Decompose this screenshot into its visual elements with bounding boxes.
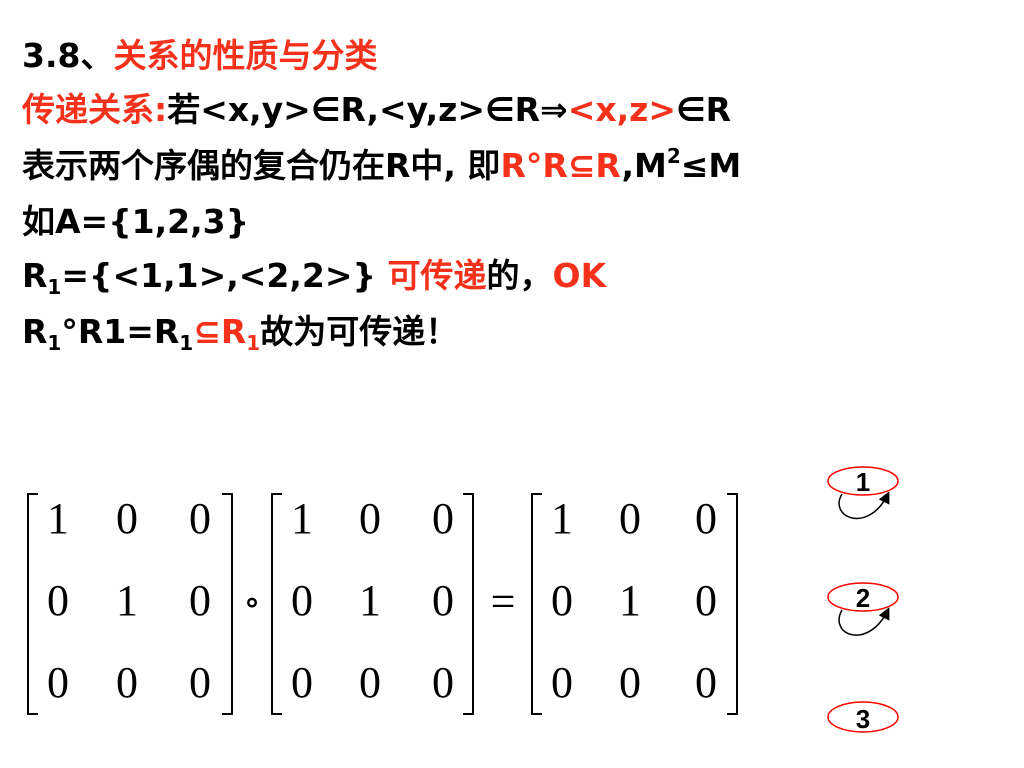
matrix-1-cell: 1 bbox=[116, 576, 138, 625]
matrix-2-cell: 0 bbox=[359, 494, 381, 543]
relation-graph: 1 2 3 bbox=[827, 466, 899, 734]
matrix-2-cell: 0 bbox=[359, 658, 381, 707]
relation-body: ={<1,1>,<2,2>} bbox=[61, 256, 377, 295]
matrix-1-cell: 0 bbox=[116, 658, 138, 707]
matrix-2-cell: 0 bbox=[432, 658, 454, 707]
equals-operator: = bbox=[491, 577, 516, 626]
matrix-1 bbox=[27, 493, 233, 715]
comp-sub2: 1 bbox=[179, 331, 194, 355]
self-loop-1 bbox=[838, 491, 890, 520]
section-title: 关系的性质与分类 bbox=[113, 36, 378, 75]
element-of-symbol: ∈ bbox=[676, 90, 706, 129]
heading-line: 3.8、关系的性质与分类 bbox=[22, 36, 377, 76]
matrix-part: ,M bbox=[621, 146, 667, 185]
example-set-line: 如A={1,2,3} bbox=[22, 202, 249, 242]
graph-node-1: 1 bbox=[827, 466, 899, 497]
graph-node-2: 2 bbox=[827, 582, 899, 613]
relation-r: R bbox=[514, 90, 541, 129]
matrix-3-cell: 0 bbox=[619, 494, 641, 543]
relation-r: R bbox=[705, 90, 732, 129]
matrix-1-cell: 0 bbox=[47, 576, 69, 625]
node-2-label: 2 bbox=[856, 583, 870, 613]
example-set: 如A={1,2,3} bbox=[22, 202, 250, 241]
implies-symbol: ⇒ bbox=[540, 90, 568, 129]
ok-label: OK bbox=[552, 256, 607, 295]
transitive-label: 可传递 bbox=[387, 256, 487, 295]
node-3-label: 3 bbox=[856, 704, 870, 734]
matrix-3-cell: 0 bbox=[695, 576, 717, 625]
leq-expression: ≤M bbox=[680, 146, 742, 185]
matrix-1-cell: 0 bbox=[189, 658, 211, 707]
matrix-2-cell: 0 bbox=[432, 576, 454, 625]
comp-conclusion: 故为可传递！ bbox=[260, 312, 459, 351]
composition-line: R1°R1=R1⊆R1故为可传递！ bbox=[22, 312, 459, 355]
comp-sub1: 1 bbox=[47, 331, 62, 355]
matrix-3-cell: 1 bbox=[551, 494, 573, 543]
matrix-3-cell: 0 bbox=[619, 658, 641, 707]
pair-xz: <x,z> bbox=[567, 90, 677, 129]
comp-sub3: 1 bbox=[246, 331, 261, 355]
matrix-2 bbox=[271, 493, 474, 715]
matrix-1-cell: 0 bbox=[116, 494, 138, 543]
compose-expression: R°R bbox=[500, 146, 568, 185]
matrix-2-cell: 0 bbox=[291, 576, 313, 625]
comma: , bbox=[366, 90, 380, 129]
matrix-3-cell: 1 bbox=[619, 576, 641, 625]
relation-name: R bbox=[22, 256, 48, 295]
matrix-3-cell: 0 bbox=[695, 494, 717, 543]
pair-yz: <y,z> bbox=[379, 90, 486, 129]
matrix-2-cell: 1 bbox=[291, 494, 313, 543]
matrix-2-cell: 0 bbox=[432, 494, 454, 543]
comp-r1: R bbox=[22, 312, 48, 351]
relation-after: 的， bbox=[486, 256, 553, 295]
definition-if: 若 bbox=[167, 90, 201, 129]
node-1-label: 1 bbox=[856, 467, 870, 497]
matrix-1-cell: 0 bbox=[189, 576, 211, 625]
matrix-2-cell: 0 bbox=[291, 658, 313, 707]
graph-node-3: 3 bbox=[827, 701, 899, 734]
matrix-3-cell: 0 bbox=[695, 658, 717, 707]
self-loop-2 bbox=[838, 607, 890, 636]
matrix-1-cell: 0 bbox=[47, 658, 69, 707]
matrix-3-cell: 0 bbox=[551, 576, 573, 625]
element-of-symbol: ∈ bbox=[310, 90, 341, 129]
definition-term: 传递关系: bbox=[22, 90, 168, 129]
element-of-symbol: ∈ bbox=[485, 90, 515, 129]
pair-xy: <x,y> bbox=[200, 90, 311, 129]
section-number: 3.8、 bbox=[22, 36, 114, 75]
relation-subscript: 1 bbox=[47, 275, 62, 299]
relation-r: R bbox=[340, 90, 367, 129]
matrix-1-cell: 0 bbox=[189, 494, 211, 543]
explanation-line: 表示两个序偶的复合仍在R中, 即R°R⊆R,M2≤M bbox=[22, 146, 741, 186]
comp-subset-symbol: ⊆ bbox=[193, 312, 221, 351]
matrix-2-cell: 1 bbox=[359, 576, 381, 625]
explanation-text: 表示两个序偶的复合仍在R中, 即 bbox=[22, 146, 501, 185]
relation-r-red: R bbox=[595, 146, 622, 185]
matrix-1-cell: 1 bbox=[47, 494, 69, 543]
matrix-3-cell: 0 bbox=[551, 658, 573, 707]
subset-symbol: ⊆ bbox=[567, 146, 596, 185]
definition-line: 传递关系:若<x,y>∈R,<y,z>∈R⇒<x,z>∈R bbox=[22, 90, 731, 130]
relation-line: R1={<1,1>,<2,2>} 可传递的，OK bbox=[22, 256, 607, 299]
exponent: 2 bbox=[666, 144, 681, 168]
compose-operator: ∘ bbox=[243, 582, 261, 622]
matrix-3 bbox=[531, 493, 738, 715]
comp-r-red: R bbox=[220, 312, 247, 351]
comp-mid: °R1=R bbox=[61, 312, 180, 351]
